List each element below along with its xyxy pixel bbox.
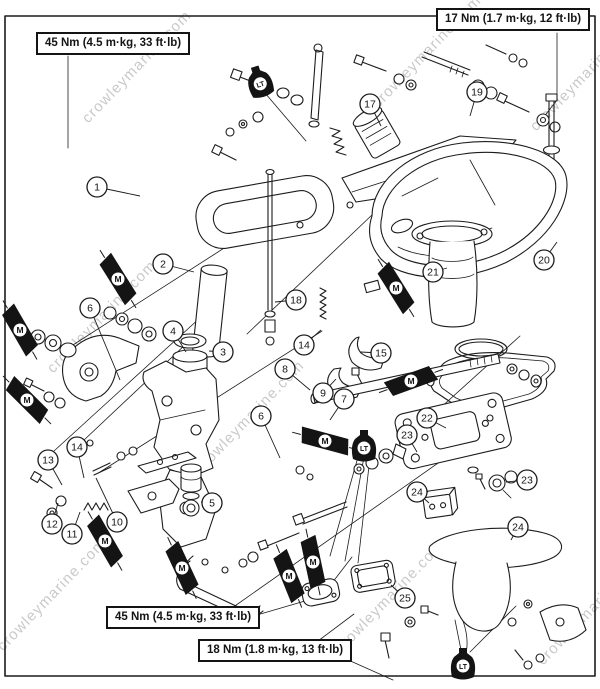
svg-text:24: 24 (411, 487, 423, 499)
svg-text:M: M (23, 395, 30, 405)
svg-text:M: M (16, 325, 23, 335)
part-callout-24: 24 (507, 516, 529, 541)
svg-text:20: 20 (538, 255, 550, 267)
part-callout-18: 18 (274, 289, 307, 311)
svg-text:18: 18 (290, 295, 302, 307)
svg-text:11: 11 (67, 529, 78, 541)
part-callout-23: 23 (396, 424, 418, 453)
svg-text:4: 4 (170, 326, 176, 338)
part-callout-21: 21 (422, 261, 448, 283)
part-callout-19: 19 (466, 81, 488, 117)
svg-text:M: M (321, 436, 328, 446)
callout-layer: MMMMMMMMMMLTLTLT123456678910111213141415… (2, 65, 558, 680)
torque-callout-bottom: 18 Nm (1.8 m·kg, 13 ft·lb) (198, 639, 353, 662)
svg-text:25: 25 (399, 593, 411, 605)
svg-text:LT: LT (459, 664, 468, 671)
part-callout-5: 5 (200, 492, 223, 514)
svg-text:24: 24 (512, 522, 524, 534)
grease-flag: M (99, 249, 137, 309)
part-callout-24: 24 (406, 481, 430, 504)
part-callout-14: 14 (66, 436, 88, 479)
grease-flag: M (300, 528, 326, 596)
svg-text:15: 15 (375, 348, 387, 360)
part-callout-13: 13 (37, 449, 63, 486)
svg-text:M: M (407, 376, 414, 386)
svg-text:8: 8 (282, 364, 288, 376)
part-callout-12: 12 (41, 502, 63, 535)
part-callout-11: 11 (61, 511, 83, 545)
part-callout-22: 22 (416, 407, 447, 429)
svg-text:5: 5 (209, 498, 215, 510)
part-callout-10: 10 (95, 477, 128, 533)
exploded-view-art (4, 15, 596, 681)
svg-text:12: 12 (46, 519, 58, 531)
part-callout-8: 8 (274, 358, 311, 391)
part-callout-14: 14 (293, 329, 322, 356)
part-callout-7: 7 (329, 388, 355, 421)
svg-text:17: 17 (364, 99, 376, 111)
svg-text:M: M (285, 571, 292, 581)
grease-flag: M (87, 511, 123, 571)
svg-text:22: 22 (421, 413, 433, 425)
part-callout-4: 4 (162, 320, 187, 353)
grease-flag: M (273, 544, 305, 608)
svg-text:13: 13 (42, 455, 54, 467)
part-callout-9: 9 (312, 378, 337, 404)
svg-text:M: M (392, 283, 399, 293)
svg-text:9: 9 (320, 388, 326, 400)
svg-text:M: M (309, 557, 316, 567)
part-callout-2: 2 (152, 253, 195, 275)
svg-text:7: 7 (341, 394, 347, 406)
svg-text:M: M (114, 274, 121, 284)
part-callout-6: 6 (79, 297, 121, 381)
part-callout-20: 20 (533, 241, 558, 271)
svg-text:2: 2 (160, 259, 166, 271)
part-callout-6: 6 (250, 405, 281, 459)
torque-callout-top-left: 45 Nm (4.5 m·kg, 33 ft·lb) (36, 32, 191, 55)
grease-flag: M (377, 258, 415, 318)
loctite-badge: LT (248, 65, 275, 98)
svg-text:14: 14 (298, 340, 310, 352)
svg-text:10: 10 (111, 517, 123, 529)
watermark-text: crowleymarine.com (0, 535, 110, 654)
grease-flag: M (378, 365, 444, 397)
watermark-text: crowleymarine.com (79, 7, 195, 126)
svg-text:19: 19 (471, 87, 483, 99)
svg-text:23: 23 (521, 475, 533, 487)
svg-text:1: 1 (94, 182, 100, 194)
svg-text:23: 23 (401, 430, 413, 442)
torque-callout-bottom-center: 45 Nm (4.5 m·kg, 33 ft·lb) (106, 606, 261, 629)
svg-text:LT: LT (256, 80, 266, 89)
torque-callout-top-right: 17 Nm (1.7 m·kg, 12 ft·lb) (436, 8, 591, 31)
svg-text:6: 6 (87, 303, 93, 315)
grease-flag: M (165, 536, 199, 600)
frame-border (4, 15, 596, 677)
svg-text:6: 6 (258, 411, 264, 423)
grease-flag: M (292, 426, 358, 456)
svg-text:LT: LT (360, 446, 369, 453)
loctite-badge: LT (450, 648, 476, 680)
svg-text:M: M (178, 563, 185, 573)
svg-text:3: 3 (220, 347, 226, 359)
svg-text:21: 21 (427, 267, 439, 279)
svg-text:14: 14 (71, 442, 83, 454)
grease-flag: M (2, 300, 38, 360)
part-callout-15: 15 (359, 342, 392, 364)
part-callout-25: 25 (390, 584, 416, 609)
grease-flag: M (2, 375, 52, 425)
part-callout-23: 23 (505, 469, 538, 491)
part-callout-1: 1 (86, 176, 141, 198)
part-callout-17: 17 (359, 93, 382, 127)
part-callout-3: 3 (208, 341, 234, 363)
svg-text:M: M (101, 536, 108, 546)
loctite-badge: LT (351, 430, 377, 462)
